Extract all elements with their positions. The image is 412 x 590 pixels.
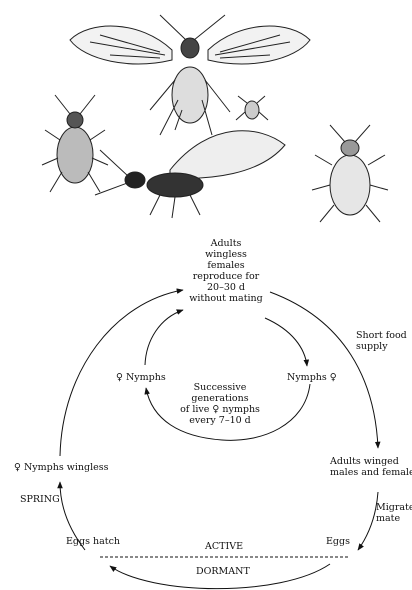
label-nymphs-right: Nymphs ♀ [287,372,337,383]
label-active: ACTIVE [205,541,243,552]
label-eggs: Eggs [326,536,350,547]
arrow-nymphs-left-to-adults [145,310,183,365]
label-successive-generations: Successive generations of live ♀ nymphs … [175,382,265,426]
label-nymphs-wingless: ♀ Nymphs wingless [14,462,109,473]
label-eggs-hatch: Eggs hatch [66,536,120,547]
label-adults-wingless: Adults wingless females reproduce for 20… [186,238,266,304]
label-dormant: DORMANT [196,566,250,577]
label-adults-winged: Adults winged males and females [330,456,412,478]
label-nymphs-left: ♀ Nymphs [116,372,166,383]
arrow-winged-to-eggs [358,492,378,550]
arrow-adults-to-nymphs [265,318,307,366]
label-migrate-mate: Migrate mate [376,502,412,524]
label-short-food-supply: Short food supply [356,330,407,352]
label-spring: SPRING [20,494,60,505]
